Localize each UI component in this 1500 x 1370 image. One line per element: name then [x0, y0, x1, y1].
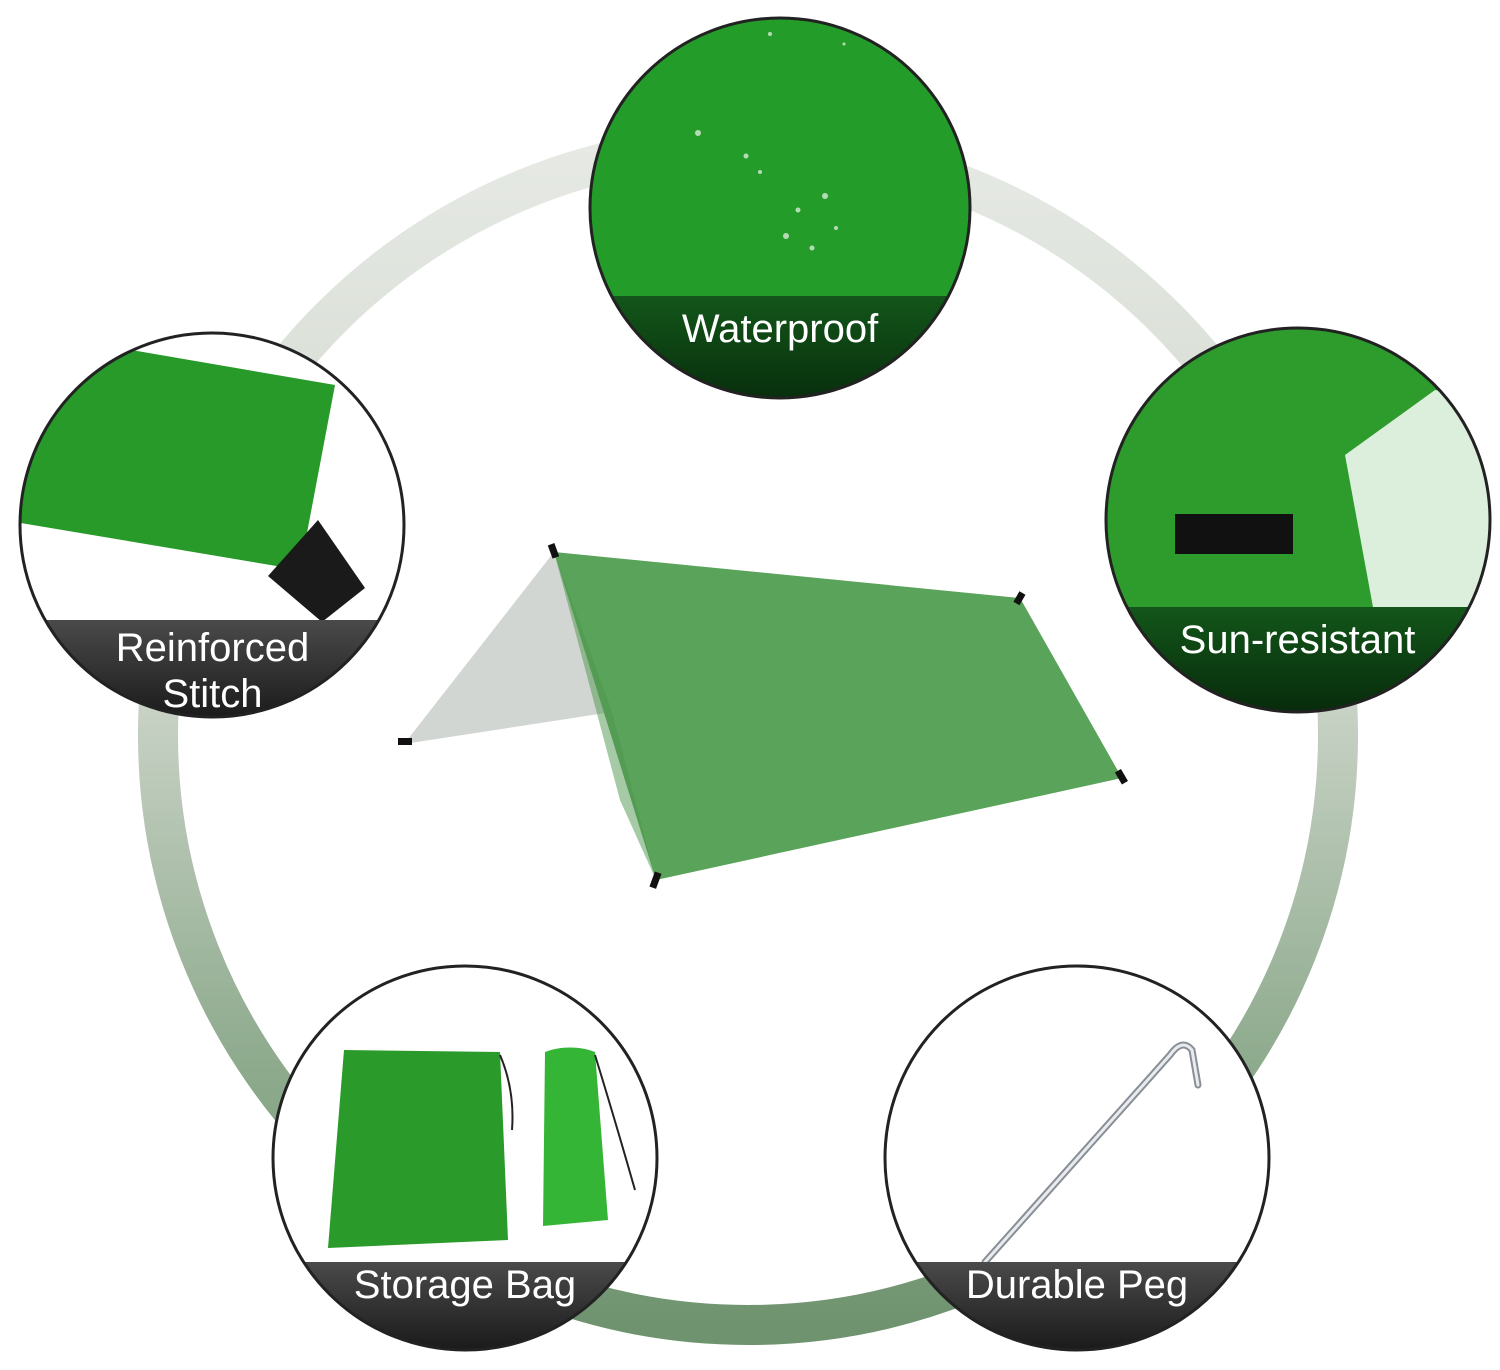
reinforced-stitch-label-line2: Stitch: [162, 672, 263, 716]
reinforced-stitch-label-line1: Reinforced: [115, 626, 310, 670]
tarp-illustration: [398, 543, 1128, 889]
sun-resistant-label: Sun-resistant: [1179, 618, 1416, 662]
durable-peg-label: Durable Peg: [965, 1263, 1189, 1307]
sun-resistant-badge: [1104, 326, 1492, 714]
reinforced-stitch-label: Reinforced Stitch: [20, 625, 405, 717]
durable-peg-badge: [883, 964, 1271, 1352]
waterproof-label: Waterproof: [681, 307, 879, 351]
storage-bag-label: Storage Bag: [353, 1263, 577, 1307]
